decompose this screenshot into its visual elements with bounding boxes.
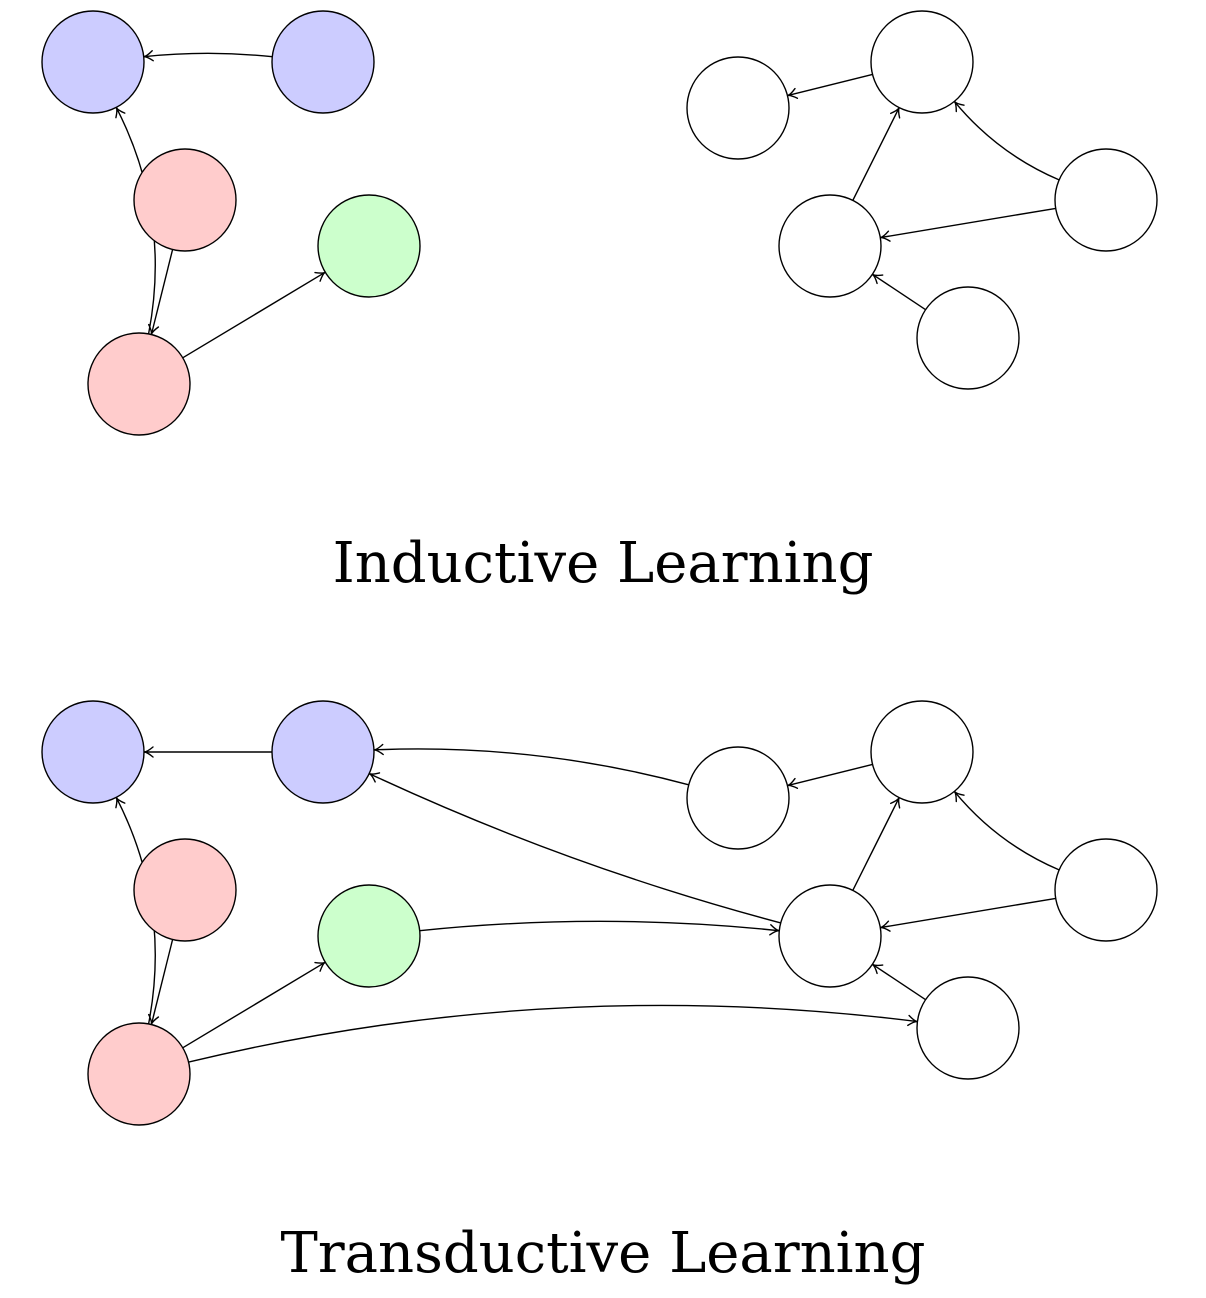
edge-line bbox=[872, 273, 926, 311]
edge-line bbox=[150, 249, 174, 335]
edge-g1-to-w3 bbox=[419, 920, 780, 936]
edge-line bbox=[150, 939, 174, 1025]
edge-r2-to-g1 bbox=[182, 271, 326, 359]
node-white-w3 bbox=[778, 194, 882, 298]
transductive-graph bbox=[41, 700, 1158, 1126]
edge-line bbox=[872, 963, 926, 1001]
inductive-learning-caption: Inductive Learning bbox=[332, 531, 874, 596]
arrowhead-icon bbox=[871, 273, 884, 285]
edge-w1-to-b2 bbox=[373, 743, 689, 786]
edge-w4-to-w2 bbox=[953, 790, 1060, 871]
node-blue-b1 bbox=[41, 700, 145, 804]
edge-line bbox=[787, 763, 873, 787]
node-white-w1 bbox=[686, 746, 790, 850]
node-red-r1 bbox=[133, 838, 237, 942]
edge-w3-to-w2 bbox=[852, 106, 901, 201]
edge-r1-to-r2 bbox=[148, 939, 174, 1026]
arrowhead-icon bbox=[871, 963, 884, 975]
edge-line bbox=[182, 271, 326, 359]
node-blue-b2 bbox=[271, 10, 375, 114]
node-blue-b1 bbox=[41, 10, 145, 114]
node-white-w4 bbox=[1054, 148, 1158, 252]
edge-line bbox=[953, 790, 1060, 871]
edge-w3-to-w2 bbox=[852, 796, 901, 891]
edge-line bbox=[368, 772, 781, 924]
edge-w5-to-w3 bbox=[871, 963, 926, 1001]
node-blue-b2 bbox=[271, 700, 375, 804]
edge-w2-to-w1 bbox=[786, 73, 873, 99]
node-white-w2 bbox=[870, 700, 974, 804]
edge-w4-to-w3 bbox=[879, 207, 1056, 242]
node-white-w2 bbox=[870, 10, 974, 114]
edge-line bbox=[419, 920, 780, 932]
inductive-graph bbox=[41, 10, 1158, 436]
node-white-w1 bbox=[686, 56, 790, 160]
edge-line bbox=[880, 207, 1056, 239]
edge-r2-to-g1 bbox=[182, 961, 326, 1049]
edge-line bbox=[852, 797, 900, 891]
edge-line bbox=[373, 748, 689, 786]
edge-line bbox=[953, 100, 1060, 181]
edge-line bbox=[880, 897, 1056, 929]
node-green-g1 bbox=[317, 194, 421, 298]
edge-line bbox=[182, 961, 326, 1049]
node-white-w5 bbox=[916, 976, 1020, 1080]
node-green-g1 bbox=[317, 884, 421, 988]
edge-b2-to-b1 bbox=[143, 50, 273, 62]
node-white-w4 bbox=[1054, 838, 1158, 942]
edge-w2-to-w1 bbox=[786, 763, 873, 789]
edge-line bbox=[143, 52, 273, 58]
edge-w4-to-w3 bbox=[879, 897, 1056, 932]
node-white-w5 bbox=[916, 286, 1020, 390]
node-white-w3 bbox=[778, 884, 882, 988]
node-red-r1 bbox=[133, 148, 237, 252]
edge-w4-to-w2 bbox=[953, 100, 1060, 181]
edge-w5-to-w3 bbox=[871, 273, 926, 311]
edge-line bbox=[787, 73, 873, 97]
edge-line bbox=[188, 1004, 918, 1063]
edge-line bbox=[852, 107, 900, 201]
edge-r2-to-w5 bbox=[188, 1004, 919, 1063]
edge-b2-to-b1 bbox=[143, 746, 272, 758]
node-red-r2 bbox=[87, 332, 191, 436]
edge-r1-to-r2 bbox=[148, 249, 174, 336]
transductive-learning-caption: Transductive Learning bbox=[280, 1221, 926, 1286]
node-red-r2 bbox=[87, 1022, 191, 1126]
